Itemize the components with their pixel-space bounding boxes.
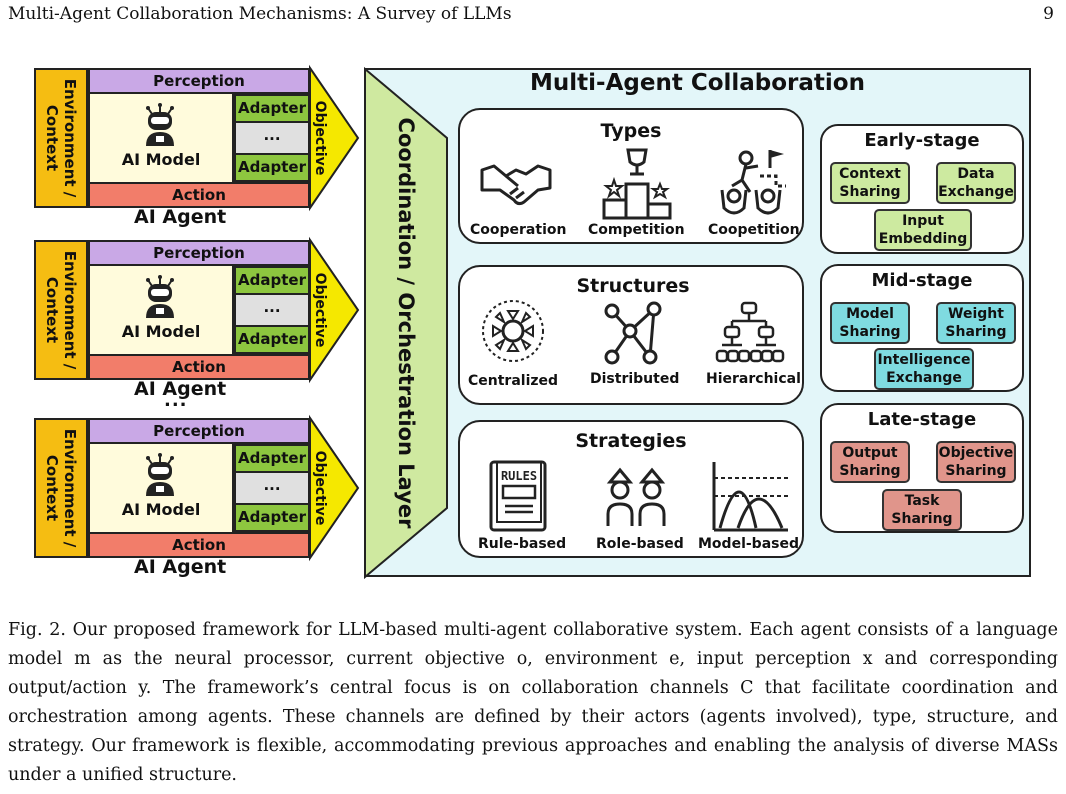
- perception-box: Perception: [88, 68, 310, 94]
- agent-label: AI Agent: [134, 556, 227, 578]
- figure-caption: Fig. 2. Our proposed framework for LLM-b…: [8, 620, 1058, 785]
- objective-arrow: [309, 414, 360, 562]
- late-stage-title: Late-stage: [867, 409, 977, 430]
- objective-label: Objective: [312, 272, 328, 348]
- strategies-group: Strategies RULES Rule-based Role-based M…: [458, 420, 804, 558]
- early-stage-group: Early-stage Context Sharing Data Exchang…: [820, 124, 1024, 254]
- robot-icon: [146, 103, 174, 146]
- hierarchy-icon: [715, 301, 785, 363]
- ai-model-box: AI Model: [88, 266, 234, 354]
- objective-arrow: [309, 64, 360, 212]
- hierarchical-label: Hierarchical: [706, 371, 801, 387]
- late-stage-group: Late-stage Output Sharing Objective Shar…: [820, 403, 1024, 533]
- rules-badge: RULES: [501, 469, 537, 483]
- structures-title: Structures: [576, 275, 690, 297]
- agents-ellipsis: ...: [164, 390, 188, 411]
- adapter-ellipsis: ...: [234, 123, 310, 153]
- environment-label: Environment / Context: [43, 78, 79, 198]
- adapter-box: Adapter: [234, 94, 310, 123]
- rulebook-icon: RULES: [489, 460, 547, 532]
- environment-label: Environment / Context: [43, 428, 79, 548]
- action-box: Action: [88, 182, 310, 208]
- weight-sharing-chip: Weight Sharing: [936, 302, 1016, 344]
- ai-model-box: AI Model: [88, 444, 234, 532]
- objective-sharing-chip: Objective Sharing: [936, 441, 1016, 483]
- agent-block-2: Environment / Context Perception AI Mode…: [34, 236, 362, 400]
- roles-people-icon: [606, 467, 666, 526]
- cooperation-label: Cooperation: [470, 222, 567, 238]
- environment-label: Environment / Context: [43, 250, 79, 370]
- distributed-network-icon: [604, 301, 662, 365]
- task-sharing-chip: Task Sharing: [882, 489, 962, 531]
- objective-arrow: [309, 236, 360, 384]
- adapter-box: Adapter: [234, 266, 310, 295]
- perception-box: Perception: [88, 418, 310, 444]
- competition-label: Competition: [588, 222, 685, 238]
- agent-label: AI Agent: [134, 378, 227, 400]
- ai-model-label: AI Model: [121, 150, 201, 169]
- types-title: Types: [600, 120, 662, 142]
- centralized-label: Centralized: [468, 373, 559, 389]
- robot-icon: [146, 453, 174, 496]
- action-box: Action: [88, 532, 310, 558]
- data-exchange-chip: Data Exchange: [936, 162, 1016, 204]
- agent-label: AI Agent: [134, 206, 227, 228]
- perception-box: Perception: [88, 240, 310, 266]
- coordination-layer-label: Coordination / Orchestration Layer: [394, 117, 418, 529]
- robot-icon: [146, 275, 174, 318]
- adapter-box: Adapter: [234, 325, 310, 354]
- adapter-box: Adapter: [234, 503, 310, 532]
- adapter-ellipsis: ...: [234, 473, 310, 503]
- strategies-title: Strategies: [575, 430, 687, 452]
- coopetition-label: Coopetition: [708, 222, 800, 238]
- mid-stage-title: Mid-stage: [871, 270, 973, 291]
- structures-group: Structures Centralized Distributed Hiera…: [458, 265, 804, 405]
- ai-model-label: AI Model: [121, 322, 201, 341]
- agent-block-3: Environment / Context Perception AI Mode…: [34, 414, 362, 578]
- centralized-icon: [482, 300, 544, 362]
- role-based-label: Role-based: [596, 536, 684, 552]
- context-sharing-chip: Context Sharing: [830, 162, 910, 204]
- objective-label: Objective: [312, 450, 328, 526]
- agent-block-1: Environment / Context Perception AI Mode…: [34, 64, 362, 228]
- distribution-chart-icon: [712, 462, 788, 532]
- input-embedding-chip: Input Embedding: [874, 209, 972, 251]
- ai-model-label: AI Model: [121, 500, 201, 519]
- podium-trophy-icon: [602, 148, 672, 220]
- coopetition-icon: [720, 150, 786, 215]
- page-number: 9: [1043, 4, 1054, 24]
- adapter-box: Adapter: [234, 444, 310, 473]
- intelligence-exchange-chip: Intelligence Exchange: [874, 348, 974, 390]
- types-group: Types Cooperation Competition Coopetitio…: [458, 108, 804, 244]
- distributed-label: Distributed: [590, 371, 680, 387]
- coordination-layer-shape: [364, 66, 448, 580]
- environment-context-box: Environment / Context: [34, 418, 88, 558]
- adapter-ellipsis: ...: [234, 295, 310, 325]
- collaboration-title: Multi-Agent Collaboration: [530, 70, 865, 96]
- action-box: Action: [88, 354, 310, 380]
- running-title: Multi-Agent Collaboration Mechanisms: A …: [8, 4, 512, 24]
- handshake-icon: [480, 164, 552, 206]
- adapter-box: Adapter: [234, 153, 310, 182]
- environment-context-box: Environment / Context: [34, 240, 88, 380]
- mid-stage-group: Mid-stage Model Sharing Weight Sharing I…: [820, 264, 1024, 392]
- model-sharing-chip: Model Sharing: [830, 302, 910, 344]
- environment-context-box: Environment / Context: [34, 68, 88, 208]
- output-sharing-chip: Output Sharing: [830, 441, 910, 483]
- model-based-label: Model-based: [698, 536, 799, 552]
- ai-model-box: AI Model: [88, 94, 234, 182]
- rule-based-label: Rule-based: [478, 536, 567, 552]
- objective-label: Objective: [312, 100, 328, 176]
- early-stage-title: Early-stage: [864, 130, 980, 151]
